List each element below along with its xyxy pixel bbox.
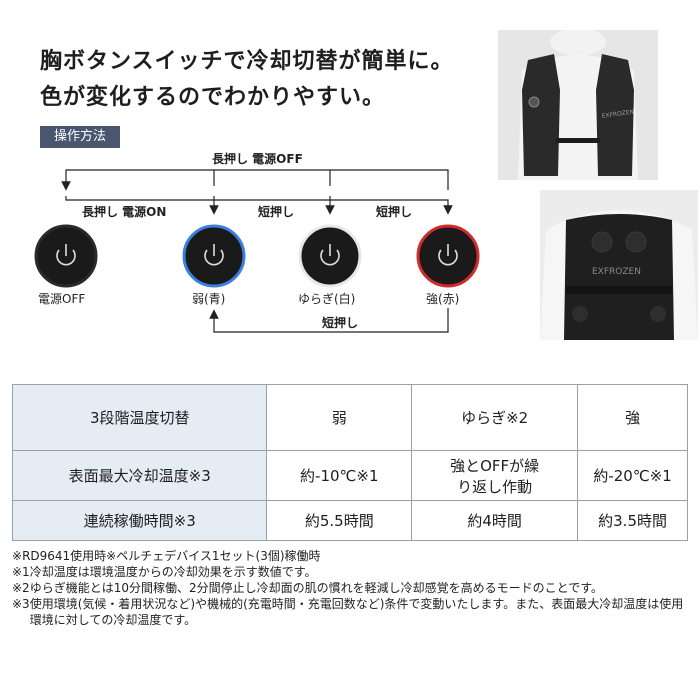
operation-diagram: 長押し 電源OFF 長押し 電源ON 短押し 短押し 短押し 電源OFF 弱(青… <box>0 0 700 340</box>
power-icon <box>204 244 224 266</box>
top-arrow-label: 長押し 電源OFF <box>212 152 303 166</box>
table-cell: 約3.5時間 <box>577 500 688 541</box>
footnote-text: 使用環境(気候・着用状況など)や機械的(充電時間・充電回数など)条件で変動いたし… <box>29 597 684 627</box>
arrow-3-label: 短押し <box>376 205 413 219</box>
button-label-strong: 強(赤) <box>426 292 460 306</box>
button-strong <box>416 224 480 288</box>
table-header-cell: ゆらぎ※2 <box>411 384 579 451</box>
spec-table: 3段階温度切替 弱 ゆらぎ※2 強 表面最大冷却温度※3 約-10℃※1 強とO… <box>11 384 688 541</box>
table-cell: 強とOFFが繰 り返し作動 <box>411 450 579 501</box>
bottom-arrow-label: 短押し <box>322 316 359 330</box>
footnotes: ※ RD9641使用時※ペルチェデバイス1セット(3個)稼働時 ※1 冷却温度は… <box>12 548 692 628</box>
bottom-arrow-line <box>209 308 449 333</box>
power-icon <box>438 244 458 266</box>
button-label-power-off: 電源OFF <box>38 292 86 306</box>
button-yuragi <box>298 224 362 288</box>
table-cell-line: り返し作動 <box>457 477 533 496</box>
footnote-text: RD9641使用時※ペルチェデバイス1セット(3個)稼働時 <box>22 549 321 563</box>
vest-front-photo: EXFROZEN <box>498 30 658 180</box>
footnote: ※1 冷却温度は環境温度からの冷却効果を示す数値です。 <box>12 564 692 580</box>
table-header-cell: 弱 <box>266 384 413 451</box>
footnote-text: ゆらぎ機能とは10分間稼働、2分間停止し冷却面の肌の慣れを軽減し冷却感覚を高める… <box>29 581 604 595</box>
power-icon <box>56 244 76 266</box>
table-cell-line: 強とOFFが繰 <box>450 456 540 475</box>
vest-back-photo: EXFROZEN <box>540 190 698 340</box>
table-header-cell: 3段階温度切替 <box>11 384 268 451</box>
arrow-2-line <box>213 196 335 215</box>
button-label-weak: 弱(青) <box>192 292 226 306</box>
diagram-arrows <box>34 169 480 333</box>
footnote-mark: ※1 <box>12 565 30 579</box>
table-cell: 表面最大冷却温度※3 <box>11 450 268 501</box>
headline-line-2: 色が変化するのでわかりやすい。 <box>40 85 386 110</box>
table-cell: 約-20℃※1 <box>577 450 688 501</box>
footnote-mark: ※ <box>12 549 23 563</box>
arrow-3-line <box>329 196 453 215</box>
section-badge: 操作方法 <box>40 126 120 148</box>
button-power-off <box>34 224 98 288</box>
table-row: 連続稼働時間※3 約5.5時間 約4時間 約3.5時間 <box>11 500 688 541</box>
table-row: 表面最大冷却温度※3 約-10℃※1 強とOFFが繰 り返し作動 約-20℃※1 <box>11 450 688 501</box>
button-label-yuragi: ゆらぎ(白) <box>298 292 356 306</box>
vest-front-logo: EXFROZEN <box>601 109 634 120</box>
table-cell: 約5.5時間 <box>266 500 413 541</box>
footnote: ※3 使用環境(気候・着用状況など)や機械的(充電時間・充電回数など)条件で変動… <box>12 596 692 628</box>
table-row: 3段階温度切替 弱 ゆらぎ※2 強 <box>11 384 688 451</box>
vest-back-logo: EXFROZEN <box>592 267 641 277</box>
button-weak <box>182 224 246 288</box>
footnote: ※2 ゆらぎ機能とは10分間稼働、2分間停止し冷却面の肌の慣れを軽減し冷却感覚を… <box>12 580 692 596</box>
power-icon <box>320 244 340 266</box>
table-cell: 約-10℃※1 <box>266 450 413 501</box>
footnote-mark: ※2 <box>12 581 30 595</box>
table-cell: 約4時間 <box>411 500 579 541</box>
table-header-cell: 強 <box>577 384 688 451</box>
arrow-1-line <box>65 196 219 215</box>
arrow-1-label: 長押し 電源ON <box>82 205 167 219</box>
headline-line-1: 胸ボタンスイッチで冷却切替が簡単に。 <box>40 49 454 74</box>
table-cell: 連続稼働時間※3 <box>11 500 268 541</box>
arrow-2-label: 短押し <box>258 205 295 219</box>
headline: 胸ボタンスイッチで冷却切替が簡単に。 色が変化するのでわかりやすい。 <box>40 44 454 116</box>
footnote-mark: ※3 <box>12 597 30 611</box>
footnote: ※ RD9641使用時※ペルチェデバイス1セット(3個)稼働時 <box>12 548 692 564</box>
top-arrow-line <box>61 169 449 191</box>
footnote-text: 冷却温度は環境温度からの冷却効果を示す数値です。 <box>29 565 317 579</box>
